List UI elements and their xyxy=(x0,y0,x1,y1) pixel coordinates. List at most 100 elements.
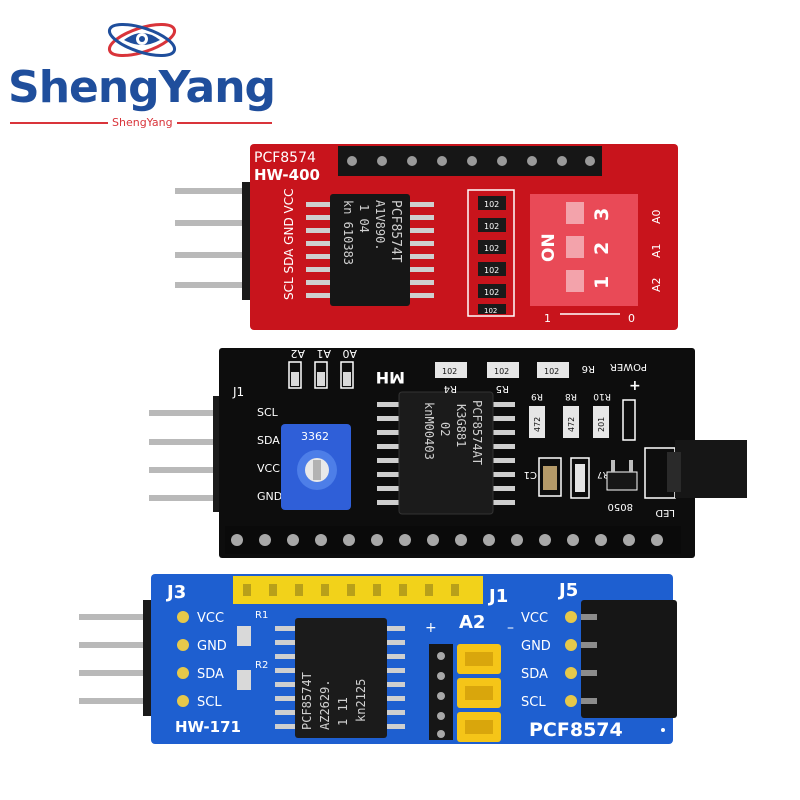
black-board-bottom-header xyxy=(225,526,681,554)
black-res-r5: R5 xyxy=(496,383,509,394)
blue-left-pin-gnd: GND xyxy=(197,639,227,654)
blue-left-pin-vcc: VCC xyxy=(197,611,224,626)
blue-board-address-jumpers[interactable] xyxy=(457,644,501,742)
pot-label: 3362 xyxy=(301,430,329,443)
black-res2-value-2: 472 xyxy=(567,417,576,432)
black-maker-label: MH xyxy=(376,368,405,387)
black-board-address-pads xyxy=(288,361,354,389)
red-chip-line-1: PCF8574T xyxy=(388,200,403,263)
blue-plus-label: + xyxy=(425,620,437,636)
black-chip-line-1: PCF8574AT xyxy=(470,400,484,465)
black-board-resistors-top: 102 102 102 xyxy=(435,362,569,378)
black-pin-vcc: VCC xyxy=(257,462,280,475)
blue-r2-label: R2 xyxy=(255,660,268,671)
black-pin-sda: SDA xyxy=(257,434,280,447)
blue-board-female-header xyxy=(581,600,677,718)
brand-tagline: ShengYang xyxy=(108,116,177,129)
black-power-label: POWER xyxy=(610,361,647,372)
blue-r2 xyxy=(237,670,251,690)
blue-a2-label: A2 xyxy=(459,612,485,633)
black-chip-line-4: knM00403 xyxy=(422,402,436,460)
blue-left-pin-sda: SDA xyxy=(197,667,224,682)
blue-r1-label: R1 xyxy=(255,610,268,621)
red-pcf8574-board: PCF8574 HW-400 SCL SDA GND VCC PCF8574T … xyxy=(175,144,678,330)
black-r7-label: R7 xyxy=(597,469,609,479)
blue-chip-line-3: 1 11 xyxy=(336,697,350,726)
black-board-resistors-right: 472 472 201 xyxy=(529,399,636,441)
blue-board-jumper-header[interactable] xyxy=(429,644,453,740)
red-board-chip: PCF8574T A1V890. 1 04 kn 610383 xyxy=(306,194,434,306)
red-res-1: 102 xyxy=(484,200,499,209)
black-header-j1: J1 xyxy=(232,385,244,399)
blue-left-pin-scl: SCL xyxy=(197,695,222,710)
black-chip-line-3: 02 xyxy=(438,422,452,436)
blue-j4-label: J4 xyxy=(428,742,439,755)
black-res-r8: R8 xyxy=(565,391,577,401)
dip-number-1: 1 xyxy=(591,276,613,289)
black-board-potentiometer[interactable]: 3362 xyxy=(281,424,351,510)
red-board-name-label: HW-400 xyxy=(254,166,320,184)
black-transistor-label: 8050 xyxy=(608,501,633,512)
eye-logo-icon xyxy=(107,22,177,58)
blue-board-pcb xyxy=(151,574,673,744)
black-res2-value-1: 472 xyxy=(533,417,542,432)
red-scale-0: 0 xyxy=(628,312,635,325)
red-res-3: 102 xyxy=(484,244,499,253)
red-addr-a0: A0 xyxy=(650,209,663,224)
black-res-value-r5: 102 xyxy=(494,367,509,376)
red-board-dip-switch[interactable]: ON 3 2 1 xyxy=(530,194,638,306)
red-addr-a2: A2 xyxy=(650,277,663,292)
black-res-r6: R6 xyxy=(582,363,595,374)
dip-number-3: 3 xyxy=(591,208,613,221)
blue-right-pin-gnd: GND xyxy=(521,639,551,654)
red-chip-line-2: A1V890. xyxy=(373,200,387,251)
blue-minus-label: – xyxy=(507,620,514,636)
black-res-r4: R4 xyxy=(444,383,457,394)
black-res-r9: R9 xyxy=(531,391,543,401)
black-plus-label: + xyxy=(629,378,641,394)
brand-name: ShengYang xyxy=(8,62,276,113)
blue-right-pin-scl: SCL xyxy=(521,695,546,710)
dip-number-2: 2 xyxy=(591,242,613,255)
blue-j1-label: J1 xyxy=(487,586,508,607)
black-addr-a2: A2 xyxy=(290,347,305,360)
black-res-r10: R10 xyxy=(593,391,611,401)
black-mh-board: A2 A1 A0 MH J1 SCL SDA VCC GND 3362 PCF8… xyxy=(149,347,747,558)
blue-r1 xyxy=(237,626,251,646)
black-addr-a0: A0 xyxy=(342,347,357,360)
black-board-led-jumper[interactable] xyxy=(644,440,747,499)
red-res-2: 102 xyxy=(484,222,499,231)
black-res-value-r6: 102 xyxy=(544,367,559,376)
black-res-value-r4: 102 xyxy=(442,367,457,376)
blue-hw171-board: J3 J1 J5 VCC GND SDA SCL R1 R2 HW-171 PC… xyxy=(79,574,677,755)
dip-on-label: ON xyxy=(539,233,559,262)
red-board-top-header xyxy=(338,146,602,176)
black-cap-label: C1 xyxy=(524,469,537,480)
blue-chip-line-1: PCF8574T xyxy=(300,672,314,730)
black-addr-a1: A1 xyxy=(316,347,331,360)
blue-board-yellow-header xyxy=(233,576,483,604)
blue-chip-line-4: kn2125 xyxy=(354,679,368,722)
black-pin-gnd: GND xyxy=(257,490,282,503)
blue-right-pin-vcc: VCC xyxy=(521,611,548,626)
blue-j3-label: J3 xyxy=(165,582,186,603)
blue-j2-label: J2 xyxy=(470,742,481,755)
blue-board-name: HW-171 xyxy=(175,718,241,736)
black-board-transistor xyxy=(606,460,638,491)
red-res-4: 102 xyxy=(484,266,499,275)
blue-j5-label: J5 xyxy=(557,580,578,601)
red-board-resistors: 102 102 102 102 102 102 xyxy=(467,189,515,317)
black-pin-scl: SCL xyxy=(257,406,279,419)
red-chip-line-4: kn 610383 xyxy=(341,200,355,265)
black-led-label: LED xyxy=(655,507,675,518)
red-res-5: 102 xyxy=(484,288,499,297)
blue-chip-line-2: AZ2629. xyxy=(318,679,332,730)
black-board-chip: PCF8574AT K3G881 02 knM00403 xyxy=(377,391,515,515)
black-chip-line-2: K3G881 xyxy=(454,404,468,447)
black-res2-value-3: 201 xyxy=(597,417,606,432)
blue-board-chip: PCF8574T AZ2629. 1 11 kn2125 xyxy=(275,618,405,738)
blue-right-pin-sda: SDA xyxy=(521,667,548,682)
red-res-6: 102 xyxy=(484,307,497,315)
blue-model-label: PCF8574 xyxy=(529,719,623,741)
red-addr-a1: A1 xyxy=(650,243,663,258)
